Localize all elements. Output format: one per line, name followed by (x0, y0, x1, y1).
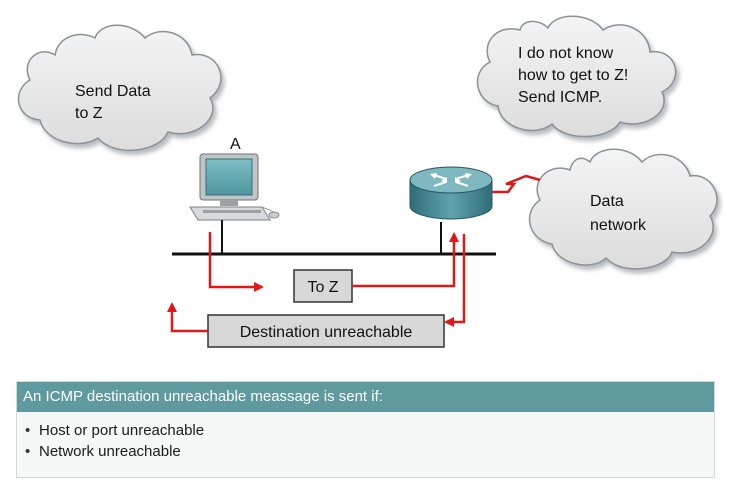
packet-to-z-label: To Z (307, 279, 338, 296)
bullet-icon: • (25, 422, 31, 439)
cloud-network-text-1: Data (590, 193, 624, 210)
cloud-router-text-1: I do not know (518, 45, 614, 62)
arrow-host-to-lan (208, 232, 264, 292)
router-icon (409, 166, 493, 220)
cloud-icon (528, 148, 718, 270)
computer-icon (189, 153, 280, 221)
cloud-icon (476, 15, 677, 138)
list-item: • Host or port unreachable (25, 420, 714, 441)
list-item-text: Host or port unreachable (39, 422, 205, 439)
cloud-data-network (528, 148, 718, 270)
serial-link-icon (492, 174, 541, 194)
cloud-network-text-2: network (590, 217, 647, 234)
packet-to-z-box (293, 269, 353, 303)
icmp-diagram: Send Data to Z I do not know how to get … (17, 15, 718, 348)
bullet-icon: • (25, 443, 31, 460)
arrow-to-router (352, 232, 459, 288)
info-panel: An ICMP destination unreachable meassage… (16, 381, 715, 478)
info-list: • Host or port unreachable • Network unrea… (17, 412, 714, 462)
cloud-send-text-2: to Z (75, 105, 103, 122)
packet-dest-unreachable-box (207, 314, 445, 348)
cloud-router-text-3: Send ICMP. (518, 89, 602, 106)
packet-dest-unreachable-label: Destination unreachable (240, 324, 413, 341)
arrow-reply-to-host (167, 302, 208, 333)
cloud-send-data (17, 24, 222, 152)
cloud-send-text-1: Send Data (75, 83, 151, 100)
info-panel-header: An ICMP destination unreachable meassage… (17, 382, 714, 412)
cloud-icon (17, 24, 222, 152)
host-label: A (230, 136, 241, 153)
cloud-router-text-2: how to get to Z! (518, 67, 628, 84)
list-item-text: Network unreachable (39, 443, 181, 460)
list-item: • Network unreachable (25, 441, 714, 462)
cloud-router-message (476, 15, 677, 138)
arrow-router-to-reply (444, 234, 466, 327)
